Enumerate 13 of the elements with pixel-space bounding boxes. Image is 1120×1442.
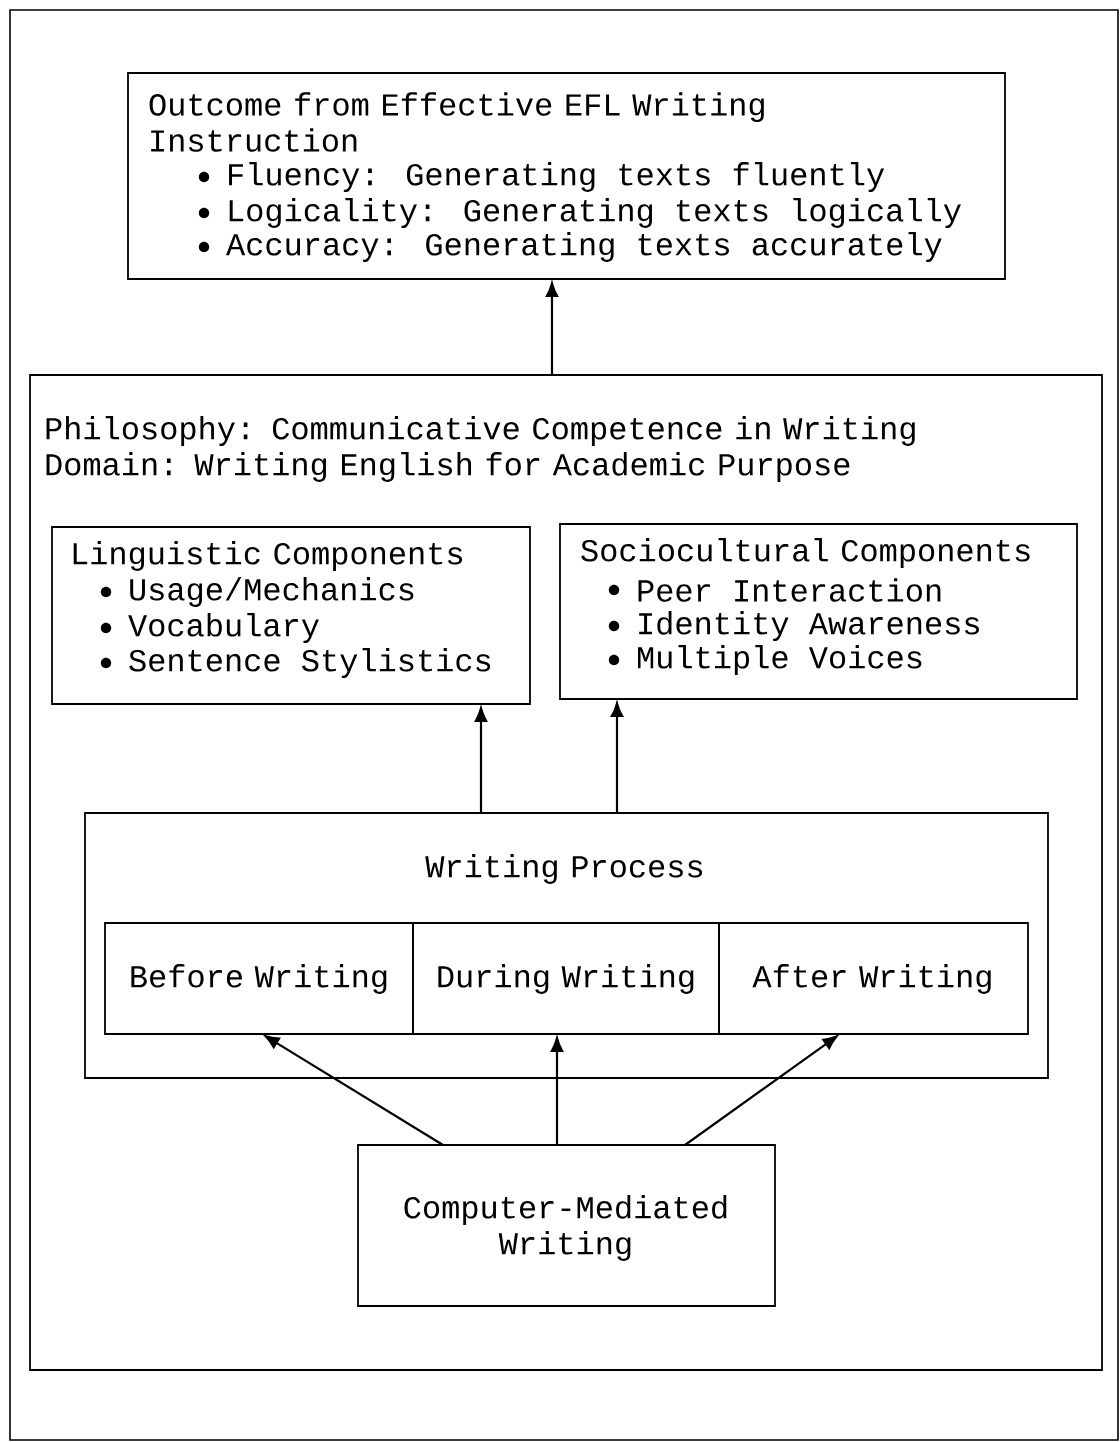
stage-box: After Writing [718,922,1029,1035]
stage-box: During Writing [412,922,720,1035]
arrow [684,1035,838,1146]
arrow [545,282,559,375]
outcome-box: Outcome from Effective EFL Writing Instruction Fluency: Generating texts fluently Logicality: Generating texts logically Accuracy: Generating texts accurately [127,72,1006,280]
stage-box: Before Writing [104,922,414,1035]
input-box: Computer-Mediated Writing [357,1144,776,1307]
arrow [550,1037,564,1145]
component-box: Sociocultural Components Peer Interaction Identity Awareness Multiple Voices [559,523,1078,700]
arrow [610,702,624,813]
arrow [264,1035,444,1146]
arrow [474,707,488,813]
component-box: Linguistic Components Usage/Mechanics Vocabulary Sentence Stylistics [51,526,531,705]
